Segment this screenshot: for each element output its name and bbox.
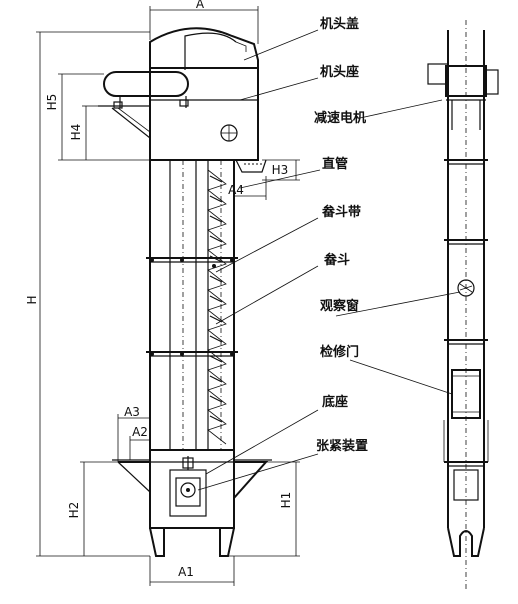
dim-h1: H1 xyxy=(279,492,293,509)
dim-h2: H2 xyxy=(67,502,81,519)
label-access-door: 检修门 xyxy=(320,344,359,360)
bucket-belt xyxy=(207,169,227,445)
dim-a2: A2 xyxy=(132,425,148,439)
dim-h: H xyxy=(25,295,39,304)
dimension-lines xyxy=(36,6,300,586)
head-base xyxy=(149,67,259,161)
dim-h5: H5 xyxy=(45,94,59,111)
front-view xyxy=(98,27,272,557)
label-bucket-belt: 畚斗带 xyxy=(321,204,361,220)
discharge-spout xyxy=(235,159,267,173)
dimension-labels: A H H5 H4 H3 A4 A3 A2 H2 H1 A1 xyxy=(25,0,293,579)
tensioning-device xyxy=(169,456,207,517)
label-observation-window: 观察窗 xyxy=(320,298,359,314)
label-straight-pipe: 直管 xyxy=(322,156,348,172)
observation-window xyxy=(457,279,475,297)
base-housing xyxy=(112,449,272,557)
label-head-cover: 机头盖 xyxy=(320,16,359,32)
label-base: 底座 xyxy=(322,394,348,410)
dim-a: A xyxy=(196,0,205,11)
reducer-motor xyxy=(427,63,499,130)
dim-a3: A3 xyxy=(124,405,140,419)
component-labels: 机头盖 机头座 减速电机 直管 畚斗带 畚斗 观察窗 检修门 底座 张紧装置 xyxy=(314,16,368,454)
dim-h4: H4 xyxy=(69,124,83,141)
dim-a1: A1 xyxy=(178,565,194,579)
head-cover xyxy=(149,27,259,70)
drive-unit xyxy=(98,71,189,140)
label-bucket: 畚斗 xyxy=(323,252,350,268)
label-head-base: 机头座 xyxy=(320,64,359,80)
label-tensioner: 张紧装置 xyxy=(316,438,368,454)
label-reducer-motor: 减速电机 xyxy=(314,110,366,126)
side-view xyxy=(427,20,499,592)
leader-lines xyxy=(197,29,461,491)
dim-h3: H3 xyxy=(272,163,289,177)
dim-a4: A4 xyxy=(228,183,244,197)
